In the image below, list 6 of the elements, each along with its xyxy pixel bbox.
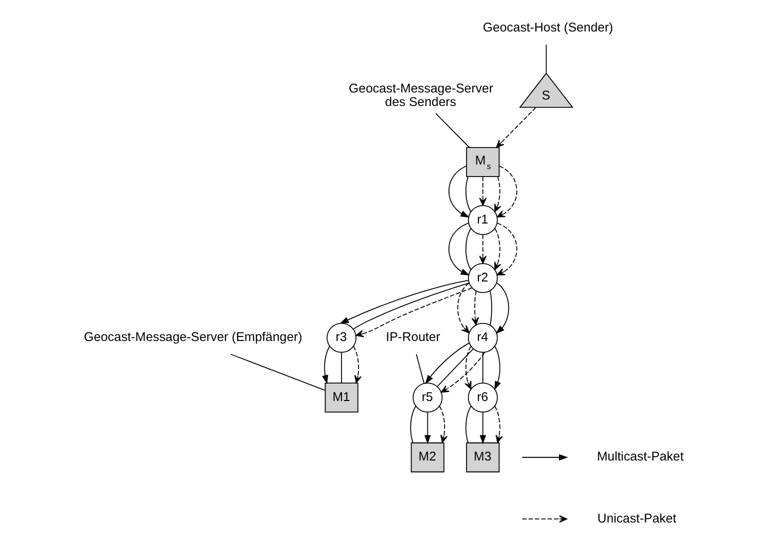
node-text: IP-Router (386, 330, 440, 344)
node-text: Geocast-Message-Server des Senders (348, 82, 494, 110)
node-text: Geocast-Message-Server (Empfänger) (84, 330, 302, 344)
legend-label: Multicast-Paket (596, 450, 684, 464)
legend-label: Unicast-Paket (597, 511, 676, 526)
node-text: Geocast-Host (Sender) (482, 20, 614, 34)
